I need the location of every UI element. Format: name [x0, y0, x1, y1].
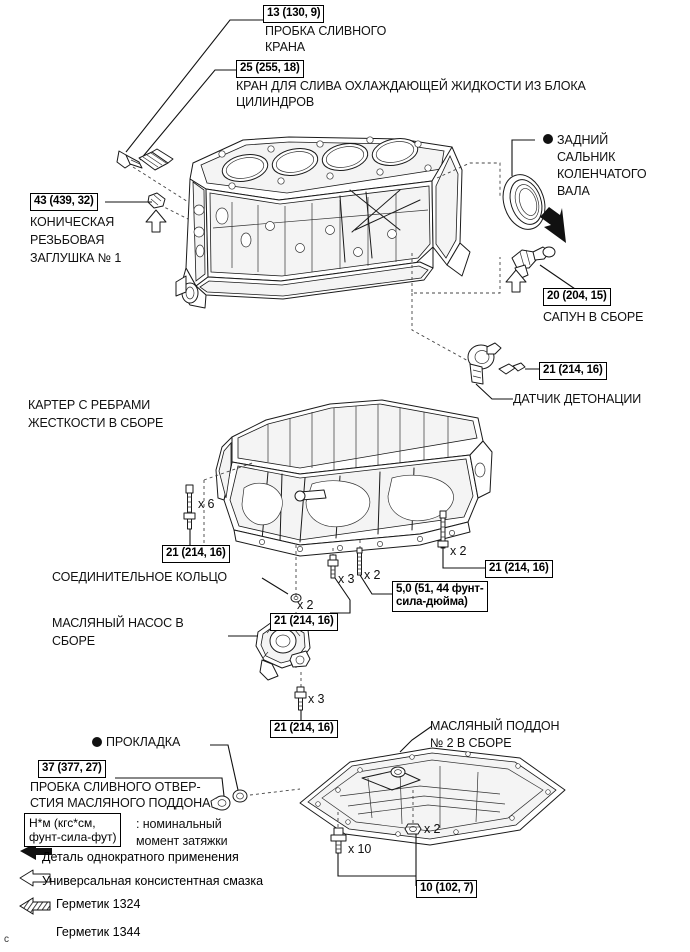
- leader-knock-sensor-name: [475, 383, 513, 400]
- guide-knock-sensor: [411, 293, 471, 363]
- bolt-x3-a: [327, 554, 339, 579]
- legend-single-use-text: Деталь однократного применения: [42, 850, 239, 864]
- part-rear-crankshaft-oil-seal: [502, 174, 546, 230]
- sealant-1324-arrow-glyph: [19, 869, 51, 887]
- torque-tag-oil-pan-bolt: 10 (102, 7): [416, 880, 478, 898]
- sealant-arrow-taper-plug: [145, 209, 167, 233]
- label-oil-pan-no2: МАСЛЯНЫЙ ПОДДОН № 2 В СБОРЕ: [430, 719, 560, 750]
- part-oil-pan-no2: [299, 747, 566, 846]
- torque-tag-screw-x2: 5,0 (51, 44 фунт- сила-дюйма): [392, 581, 488, 612]
- torque-tag-frame-bolt-x6: 21 (214, 16): [162, 545, 230, 563]
- grease-arrow-oil-seal: [540, 207, 566, 243]
- guide-drain-plug: [249, 788, 301, 796]
- leader-coolant-drain-cock: [139, 69, 236, 161]
- bolt-oil-pan-x10: [330, 827, 347, 854]
- torque-tag-drain-plug: 37 (377, 27): [38, 760, 106, 778]
- deck-bolt-holes: [218, 136, 432, 190]
- label-taper-screw-plug: КОНИЧЕСКАЯ РЕЗЬБОВАЯ ЗАГЛУШКА № 1: [30, 215, 122, 265]
- torque-tag-ventilation-valve: 20 (204, 15): [543, 288, 611, 306]
- legend-unit-box: Н*м (кгс*см, фунт-сила-фут): [24, 813, 122, 847]
- qty-bolt-x3-a: x 3: [338, 572, 355, 586]
- label-ventilation-valve: САПУН В СБОРЕ: [543, 310, 644, 324]
- leader-rear-oil-seal: [511, 139, 535, 176]
- qty-oil-pump-bolt-x3: x 3: [308, 692, 325, 706]
- legend-grease-text: Универсальная консистентная смазка: [42, 874, 264, 888]
- label-oil-pump: МАСЛЯНЫЙ НАСОС В СБОРЕ: [52, 616, 184, 648]
- qty-union-ring: x 2: [297, 598, 314, 612]
- leader-oil-pan-bolt: [337, 853, 416, 877]
- leader-bolt-x3-torque: [330, 577, 351, 614]
- torque-tag-drain-cock-plug: 13 (130, 9): [263, 5, 325, 23]
- cylinder-bores: [221, 138, 419, 182]
- torque-tag-bolt-x2-right: 21 (214, 16): [485, 560, 553, 578]
- legend-sealant-1344-text: Герметик 1344: [56, 925, 141, 939]
- label-coolant-drain-cock: КРАН ДЛЯ СЛИВА ОХЛАЖДАЮЩЕЙ ЖИДКОСТИ ИЗ Б…: [236, 79, 586, 109]
- legend-sealant-1324-text: Герметик 1324: [56, 897, 141, 911]
- single-use-dot-gasket: [92, 737, 102, 747]
- part-knock-sensor-bolt: [498, 362, 526, 375]
- grease-arrow-glyph: [20, 843, 52, 860]
- label-drain-cock-plug: ПРОБКА СЛИВНОГО КРАНА: [265, 24, 387, 54]
- torque-tag-taper-screw-plug: 43 (439, 32): [30, 193, 98, 211]
- screw-x2: [356, 547, 363, 576]
- nut-oil-pan-x2: [404, 823, 422, 835]
- part-crankcase-stiffening-frame: [215, 399, 493, 603]
- leader-gasket: [210, 744, 239, 791]
- torque-tag-bolt-x3-a: 21 (214, 16): [270, 613, 338, 631]
- bolt-frame-x6: [183, 484, 196, 530]
- part-cylinder-block: [175, 136, 471, 309]
- label-drain-plug: ПРОБКА СЛИВНОГО ОТВЕР- СТИЯ МАСЛЯНОГО ПО…: [30, 780, 211, 810]
- guide-block-right-top: [436, 162, 501, 198]
- part-oil-pump: [255, 613, 311, 681]
- legend-unit-text: : номинальный момент затяжки: [136, 817, 228, 848]
- leader-drain-cock-plug: [125, 19, 263, 153]
- sealant-arrow-ventilation-valve: [505, 269, 527, 293]
- part-coolant-drain-cock: [138, 148, 174, 171]
- qty-screw-x2: x 2: [364, 568, 381, 582]
- part-gasket: [232, 789, 248, 803]
- part-knock-sensor: [467, 342, 502, 385]
- leader-oil-pan: [399, 725, 433, 753]
- footer-mark: c: [4, 934, 9, 945]
- qty-bolt-x2-right: x 2: [450, 544, 467, 558]
- label-rear-crankshaft-oil-seal: ЗАДНИЙ САЛЬНИК КОЛЕНЧАТОГО ВАЛА: [557, 133, 647, 198]
- part-taper-screw-plug: [147, 192, 166, 209]
- single-use-dot-oil-seal: [543, 134, 553, 144]
- label-crankcase-stiffening-frame: КАРТЕР С РЕБРАМИ ЖЕСТКОСТИ В СБОРЕ: [28, 398, 164, 430]
- leader-union-ring: [261, 577, 289, 595]
- bolt-oil-pump-x3: [294, 686, 307, 711]
- part-drain-cock-plug: [116, 150, 143, 169]
- qty-oil-pan-bolt-x10: x 10: [348, 842, 372, 856]
- leader-drain-plug-torque: [115, 777, 225, 797]
- sealant-1344-arrow-glyph: [19, 897, 51, 915]
- leader-bolt-x2-torque: [442, 547, 485, 569]
- torque-tag-oil-pump-bolt: 21 (214, 16): [270, 720, 338, 738]
- guide-breather: [411, 253, 501, 294]
- label-knock-sensor: ДАТЧИК ДЕТОНАЦИИ: [513, 392, 642, 406]
- label-gasket: ПРОКЛАДКА: [106, 735, 181, 749]
- label-union-ring: СОЕДИНИТЕЛЬНОЕ КОЛЬЦО: [52, 570, 227, 584]
- leader-screw-x2-torque: [359, 574, 392, 595]
- qty-frame-bolt-x6: x 6: [198, 497, 215, 511]
- leader-ventilation-valve: [539, 264, 579, 292]
- torque-tag-coolant-drain-cock: 25 (255, 18): [236, 60, 304, 78]
- torque-tag-knock-sensor: 21 (214, 16): [539, 362, 607, 380]
- qty-oil-pan-nut-x2: x 2: [424, 822, 441, 836]
- part-drain-plug: [210, 795, 231, 811]
